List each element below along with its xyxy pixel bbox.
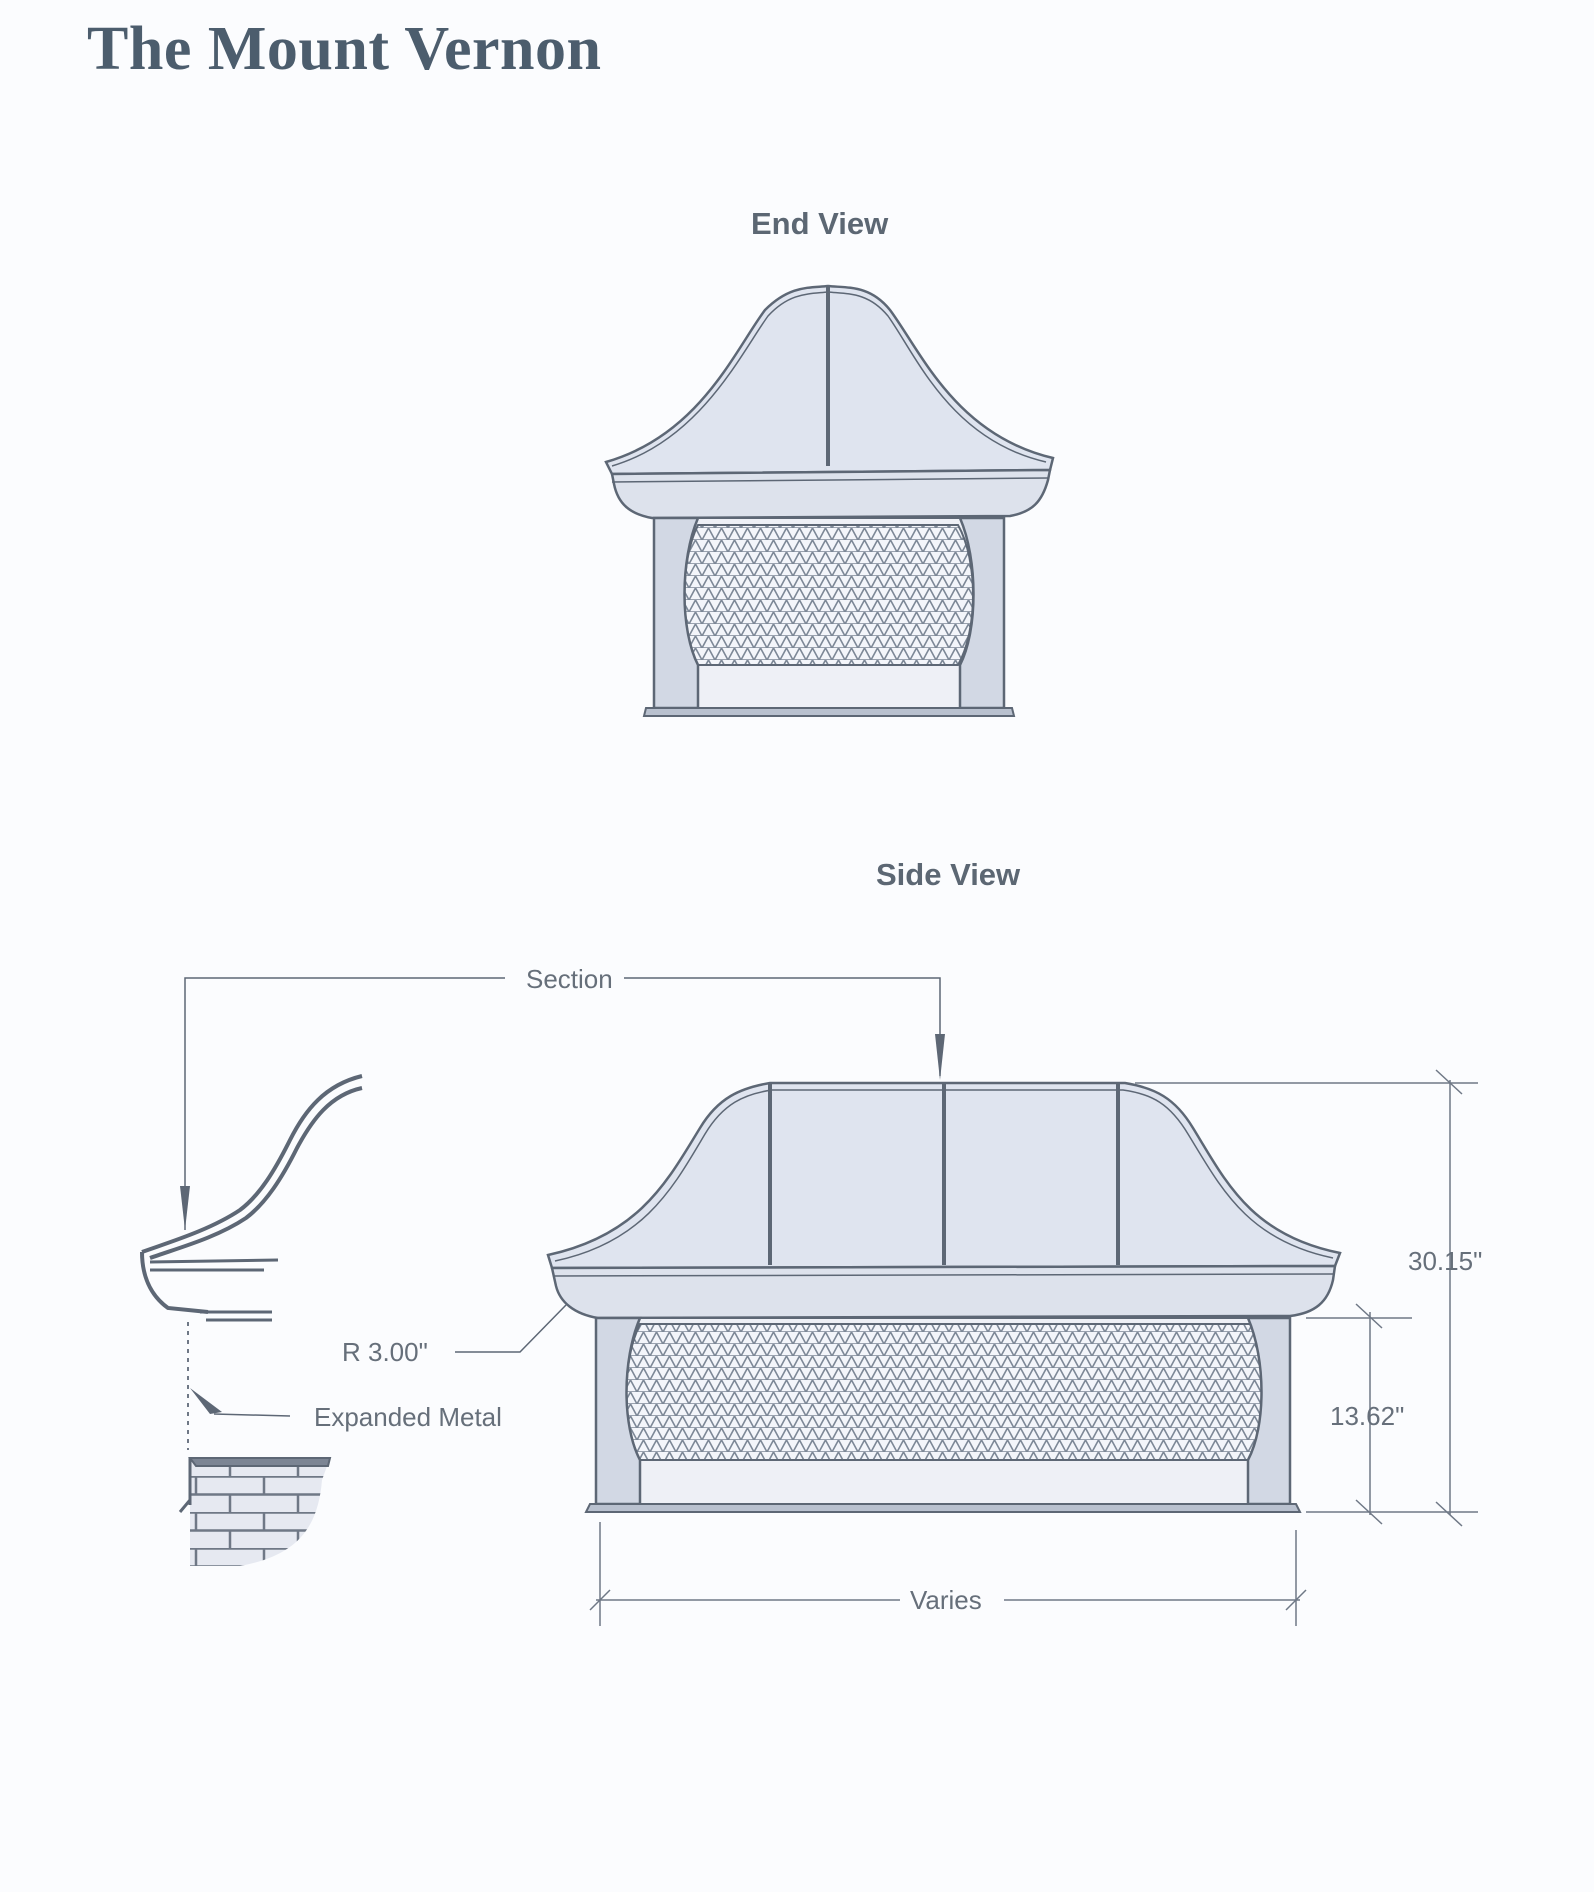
section-detail (140, 1074, 363, 1566)
width-label: Varies (910, 1585, 982, 1615)
end-view-base (642, 707, 1016, 717)
side-view-right-post (1246, 1316, 1292, 1506)
screen-height-label: 13.62" (1330, 1401, 1404, 1431)
section-brick (190, 1458, 330, 1566)
side-view-left-post (594, 1316, 642, 1506)
end-view-cornice (610, 468, 1052, 520)
end-view-mesh (683, 524, 974, 666)
side-view-base (584, 1503, 1302, 1513)
section-label: Section (526, 964, 613, 994)
end-view-left-post (652, 516, 700, 710)
side-view-mesh (625, 1323, 1265, 1461)
end-view-drawing (604, 284, 1055, 717)
section-callout (180, 977, 945, 1230)
end-view-title: End View (751, 206, 889, 241)
dimension-lines (589, 1069, 1478, 1626)
radius-leader (455, 1304, 567, 1353)
expanded-metal-label: Expanded Metal (314, 1402, 502, 1432)
overall-height-label: 30.15" (1408, 1246, 1482, 1276)
side-view-title: Side View (876, 857, 1021, 892)
end-view-right-post (958, 516, 1006, 710)
side-view-drawing (546, 1081, 1342, 1513)
page-title: The Mount Vernon (87, 15, 602, 83)
radius-label: R 3.00" (342, 1337, 428, 1367)
side-view-cornice (550, 1264, 1337, 1320)
